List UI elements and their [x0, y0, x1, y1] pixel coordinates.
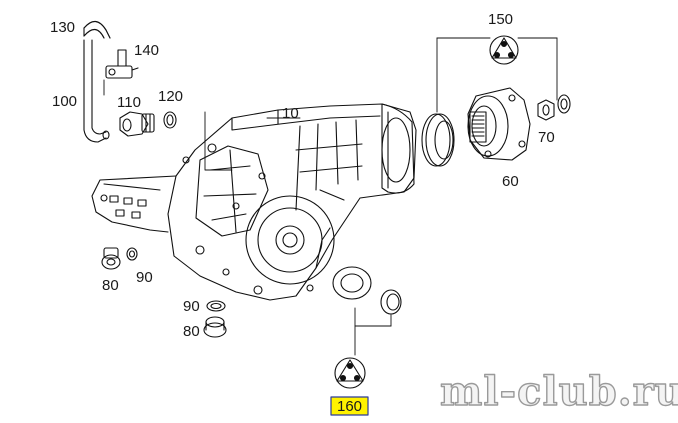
- part-hose: [83, 20, 111, 143]
- callout-70[interactable]: 70: [538, 129, 555, 146]
- callout-100[interactable]: 100: [52, 93, 77, 110]
- callout-labels: 10 60 70 80 80 90 90 100 110 120 130 140…: [50, 11, 555, 340]
- kit-symbol-150: [489, 35, 519, 65]
- part-plug-lower: [203, 300, 227, 338]
- callout-130[interactable]: 130: [50, 19, 75, 36]
- highlight-box: [330, 396, 369, 416]
- callout-140[interactable]: 140: [134, 42, 159, 59]
- highlighted-callout-160[interactable]: 160: [330, 396, 369, 416]
- callout-10[interactable]: 10: [282, 105, 299, 122]
- part-shaft-seal: [421, 113, 455, 167]
- part-flange: [467, 87, 531, 161]
- callout-80-left[interactable]: 80: [102, 277, 119, 294]
- callout-80-lower[interactable]: 80: [183, 323, 200, 340]
- callout-120[interactable]: 120: [158, 88, 183, 105]
- part-seal-ring: [163, 111, 177, 129]
- callout-60[interactable]: 60: [502, 173, 519, 190]
- part-plug-left: [101, 247, 138, 270]
- callout-160[interactable]: 160: [337, 398, 362, 415]
- part-front-seal: [332, 266, 402, 315]
- part-nut: [537, 94, 571, 121]
- callout-90-lower[interactable]: 90: [183, 298, 200, 315]
- part-clamp: [105, 49, 139, 79]
- part-fitting: [119, 111, 155, 137]
- callout-150[interactable]: 150: [488, 11, 513, 28]
- callout-110[interactable]: 110: [117, 94, 141, 111]
- kit-symbol-160: [334, 357, 366, 389]
- part-housing: [91, 103, 417, 301]
- leader-lines: [103, 37, 558, 356]
- watermark: ml-club.ru: [440, 368, 678, 415]
- callout-90-left[interactable]: 90: [136, 269, 153, 286]
